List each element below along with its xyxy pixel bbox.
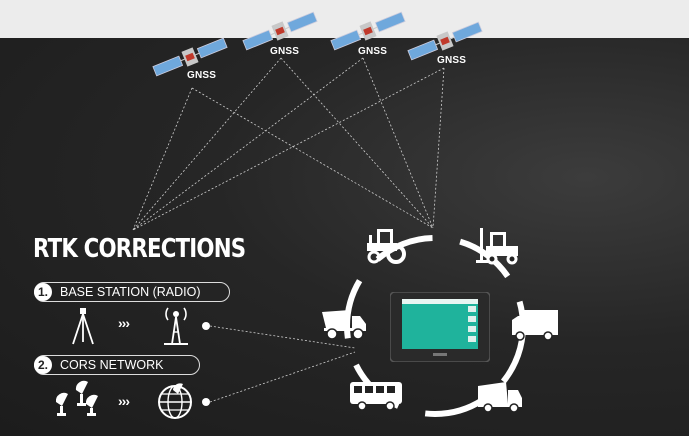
satellite-label: GNSS [270, 46, 300, 57]
top-band [0, 0, 689, 38]
arrow-chevrons: ››› [118, 393, 130, 409]
garbage-truck-icon [478, 382, 522, 413]
method-label: BASE STATION (RADIO) [60, 285, 201, 299]
tripod-icon [72, 308, 94, 345]
truck-icon [512, 310, 558, 341]
forklift-icon [476, 228, 518, 265]
satellite-icon [240, 6, 320, 56]
dark-background [0, 38, 689, 436]
dump-truck-icon [322, 310, 366, 340]
satellite-icon [405, 16, 485, 66]
arrow-chevrons: ››› [118, 315, 130, 331]
method-label: CORS NETWORK [60, 358, 164, 372]
satellite-icon [328, 6, 408, 56]
diagram-title: RTK CORRECTIONS [33, 234, 246, 264]
satellite-label: GNSS [187, 70, 217, 81]
satellite-label: GNSS [437, 55, 467, 66]
satellite-label: GNSS [358, 46, 388, 57]
satellite-icon [150, 32, 230, 82]
connector-dot [202, 322, 210, 330]
method-number: 2. [34, 356, 52, 374]
tablet-device [390, 292, 490, 362]
bus-icon [350, 382, 402, 411]
method-number: 1. [34, 283, 52, 301]
radio-tower-icon [164, 307, 188, 345]
satellite-dishes-icon [55, 380, 98, 416]
tractor-icon [367, 229, 406, 264]
globe-network-icon [158, 383, 192, 419]
connector-dot [202, 398, 210, 406]
